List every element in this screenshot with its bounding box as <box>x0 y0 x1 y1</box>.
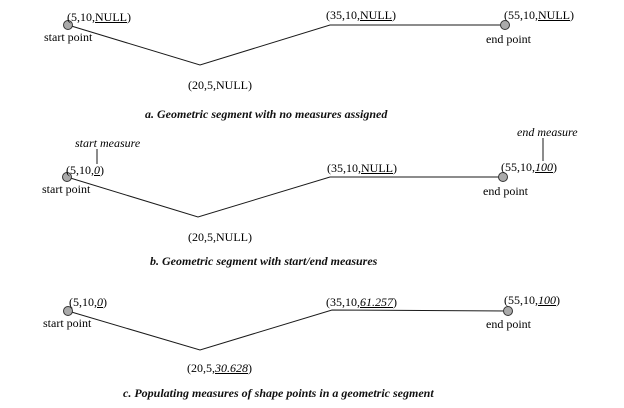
figure-caption-b: b. Geometric segment with start/end meas… <box>150 254 378 268</box>
measure-value: 30.628 <box>215 361 248 375</box>
measure-value: NULL <box>216 78 248 92</box>
coord-prefix: (55,10, <box>501 160 535 174</box>
measure-value: 100 <box>535 160 553 174</box>
coord-prefix: (5,10, <box>67 10 95 24</box>
end-measure-label: end measure <box>517 125 578 139</box>
coord-prefix: (5,10, <box>69 295 97 309</box>
end-point-label-a: end point <box>486 32 531 46</box>
segment-polyline-b <box>66 176 503 218</box>
coord-prefix: (20,5, <box>188 230 216 244</box>
start-point-dot-c <box>63 306 73 316</box>
start-point-label-b: start point <box>42 182 91 196</box>
end-point-label-c: end point <box>486 317 531 331</box>
coord-suffix: ) <box>100 163 104 177</box>
coord-suffix: ) <box>570 8 574 22</box>
measure-value: 0 <box>94 163 100 177</box>
measure-value: NULL <box>95 10 127 24</box>
coord-prefix: (20,5, <box>188 78 216 92</box>
point-label-start-c: (5,10,0) <box>69 296 107 308</box>
point-label-end-b: (55,10,100) <box>501 161 557 173</box>
coord-suffix: ) <box>127 10 131 24</box>
coord-prefix: (55,10, <box>504 8 538 22</box>
end-point-dot-c <box>503 306 513 316</box>
start-measure-label: start measure <box>75 136 141 150</box>
measure-value: NULL <box>538 8 570 22</box>
coord-prefix: (55,10, <box>504 293 538 307</box>
segment-polyline-a <box>67 24 505 66</box>
start-point-label-a: start point <box>44 30 93 44</box>
coord-suffix: ) <box>248 78 252 92</box>
coord-suffix: ) <box>248 230 252 244</box>
coord-prefix: (20,5, <box>187 361 215 375</box>
coord-suffix: ) <box>248 361 252 375</box>
point-label-end-c: (55,10,100) <box>504 294 560 306</box>
measure-value: 61.257 <box>360 295 393 309</box>
coord-suffix: ) <box>393 161 397 175</box>
end-point-label-b: end point <box>483 184 528 198</box>
point-label-mid-b: (35,10,NULL) <box>327 162 397 174</box>
coord-prefix: (35,10, <box>327 161 361 175</box>
point-label-mid-c: (35,10,61.257) <box>326 296 397 308</box>
point-label-shape-a: (20,5,NULL) <box>188 79 252 91</box>
start-point-dot-a <box>63 20 73 30</box>
coord-suffix: ) <box>556 293 560 307</box>
measure-value: NULL <box>360 8 392 22</box>
coord-prefix: (5,10, <box>66 163 94 177</box>
coord-suffix: ) <box>553 160 557 174</box>
measure-value: 0 <box>97 295 103 309</box>
point-label-start-a: (5,10,NULL) <box>67 11 131 23</box>
point-label-end-a: (55,10,NULL) <box>504 9 574 21</box>
coord-suffix: ) <box>103 295 107 309</box>
segment-polyline-c <box>67 309 509 351</box>
measure-value: 100 <box>538 293 556 307</box>
coord-suffix: ) <box>392 8 396 22</box>
coord-prefix: (35,10, <box>326 8 360 22</box>
point-label-start-b: (5,10,0) <box>66 164 104 176</box>
start-point-label-c: start point <box>43 316 92 330</box>
figure-caption-a: a. Geometric segment with no measures as… <box>145 107 388 121</box>
point-label-shape-c: (20,5,30.628) <box>187 362 252 374</box>
measure-value: NULL <box>361 161 393 175</box>
start-point-dot-b <box>62 172 72 182</box>
measure-value: NULL <box>216 230 248 244</box>
end-point-dot-a <box>500 20 510 30</box>
coord-suffix: ) <box>393 295 397 309</box>
coord-prefix: (35,10, <box>326 295 360 309</box>
point-label-mid-a: (35,10,NULL) <box>326 9 396 21</box>
point-label-shape-b: (20,5,NULL) <box>188 231 252 243</box>
figure-caption-c: c. Populating measures of shape points i… <box>123 386 434 400</box>
end-point-dot-b <box>498 172 508 182</box>
